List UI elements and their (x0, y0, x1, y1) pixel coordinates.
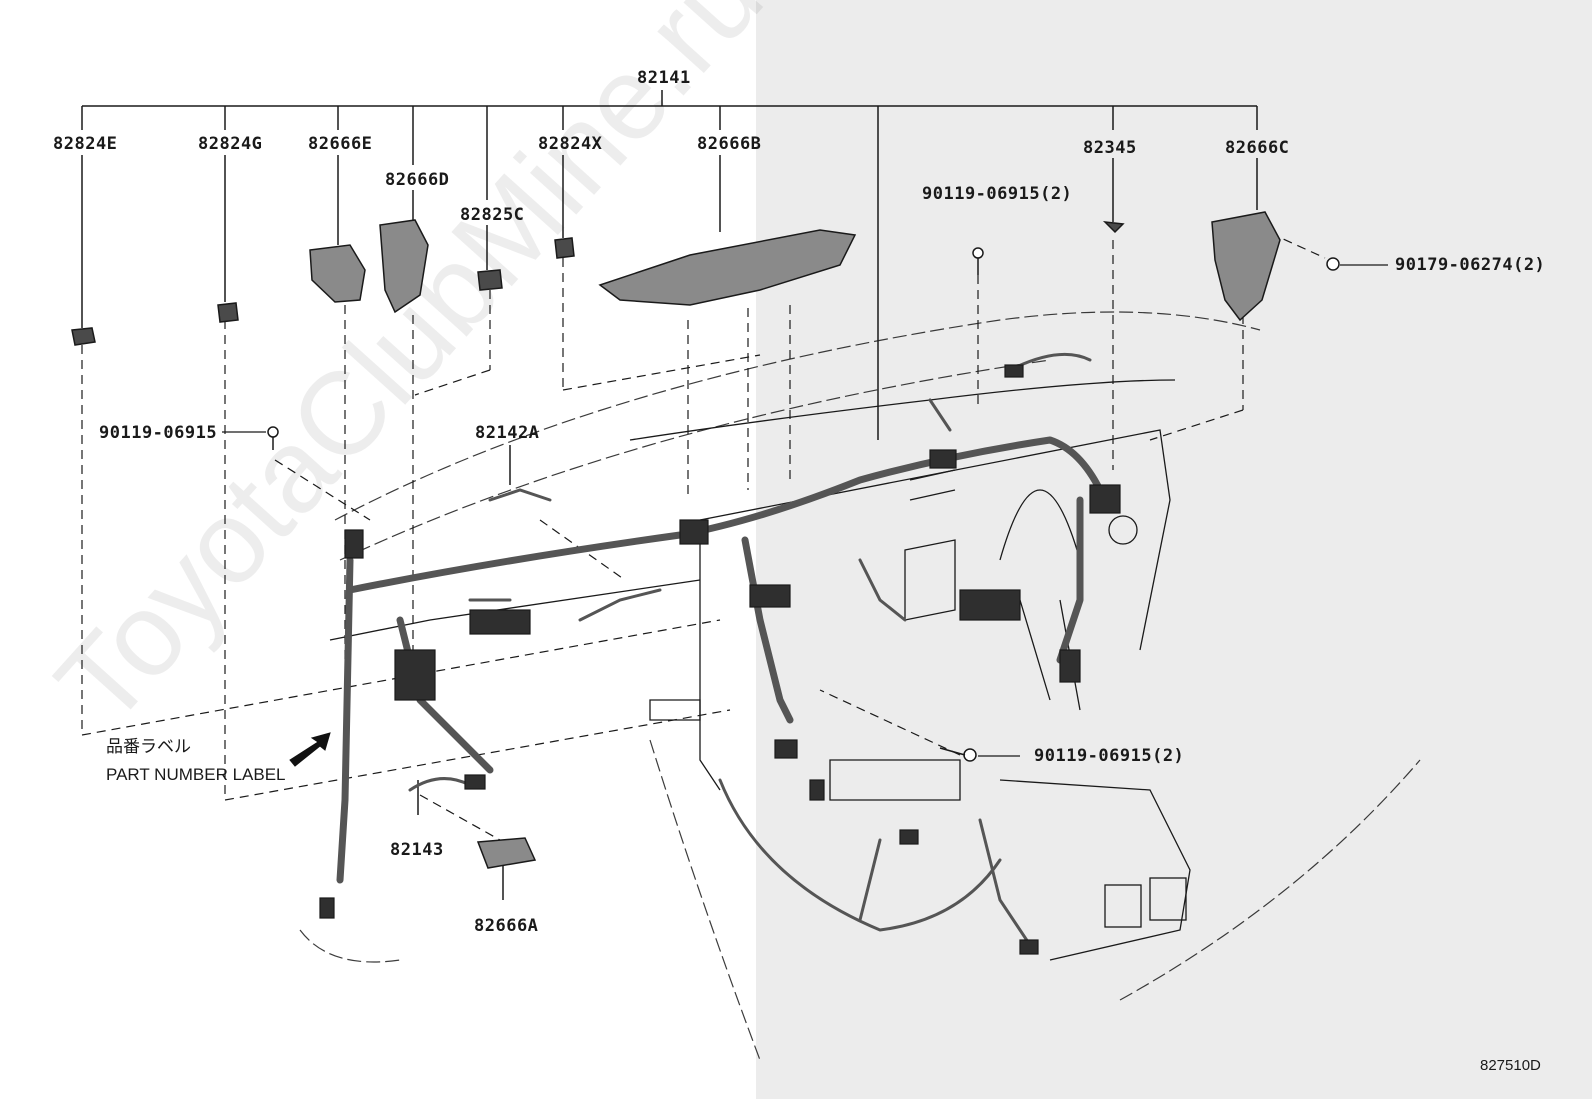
illustration-code: 827510D (1480, 1057, 1541, 1074)
callout-82666C: 82666C (1225, 138, 1290, 158)
part-82666B-bracket (598, 229, 857, 306)
callout-82666B: 82666B (697, 134, 762, 154)
part-82345-clip (1102, 221, 1125, 234)
part-82666C-bracket (1211, 211, 1281, 322)
part-number-label-english: PART NUMBER LABEL (106, 765, 286, 784)
callout-bolt-lower: 90119-06915(2) (1034, 746, 1185, 766)
callout-82142A: 82142A (475, 423, 540, 443)
callout-82824E: 82824E (53, 134, 118, 154)
part-82666A-clip (476, 837, 537, 869)
part-number-label-japanese: 品番ラベル (106, 737, 191, 757)
bolt-90119-top (972, 247, 984, 259)
nut-90179 (1326, 257, 1340, 271)
part-82825C-connector (477, 269, 503, 291)
part-82824X-connector (554, 237, 575, 259)
part-number-label-arrow (289, 732, 331, 767)
callout-bolt-left: 90119-06915 (99, 423, 218, 443)
shaded-background-panel (756, 0, 1592, 1099)
part-82666E-bracket (309, 244, 366, 303)
callout-82345: 82345 (1083, 138, 1137, 158)
callout-82824X: 82824X (538, 134, 603, 154)
callout-82825C: 82825C (460, 205, 525, 225)
callout-82824G: 82824G (198, 134, 263, 154)
bolt-90119-lower (963, 748, 977, 762)
callout-82666D: 82666D (385, 170, 450, 190)
main-harness-trunk (346, 436, 1104, 594)
callout-82143: 82143 (390, 840, 444, 860)
part-82824E-connector (71, 327, 96, 346)
callout-82141: 82141 (637, 68, 691, 88)
callout-82666A: 82666A (474, 916, 539, 936)
part-82824G-connector (217, 302, 239, 323)
callout-82666E: 82666E (308, 134, 373, 154)
part-82666D-bracket (379, 219, 429, 314)
bolt-90119-left (267, 426, 279, 438)
callout-bolt-top: 90119-06915(2) (922, 184, 1073, 204)
callout-nut-right: 90179-06274(2) (1395, 255, 1546, 275)
